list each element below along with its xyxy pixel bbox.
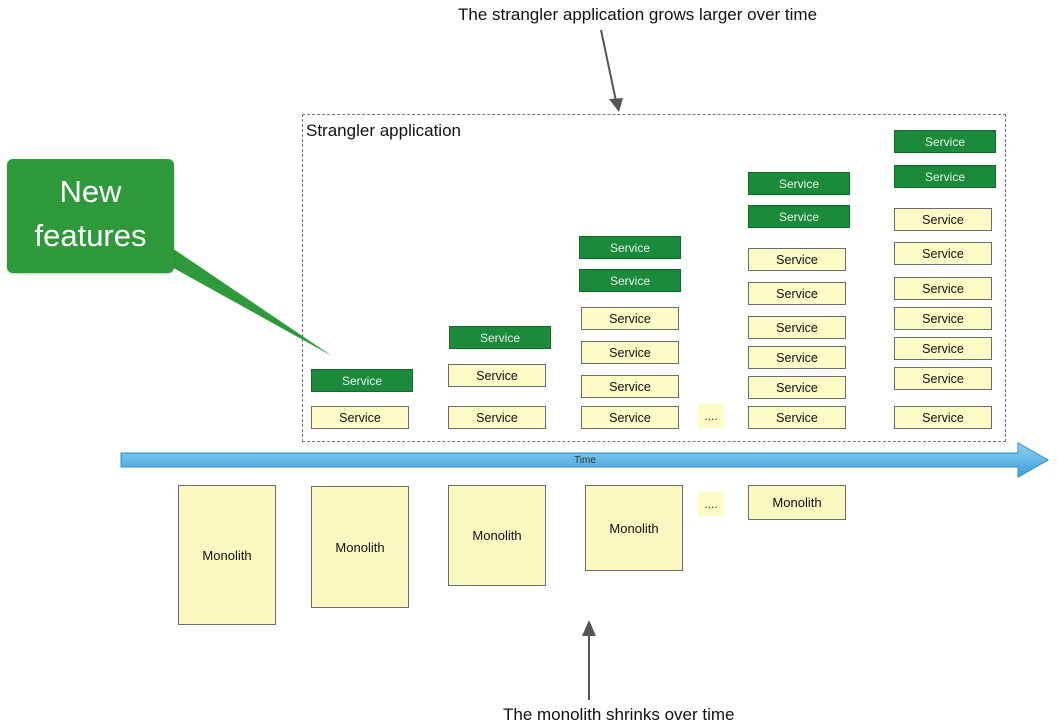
service-box: Service: [748, 376, 846, 399]
service-box: Service: [581, 406, 679, 429]
monolith-box: Monolith: [448, 485, 546, 586]
time-label: Time: [574, 455, 596, 466]
service-box: Service: [748, 316, 846, 339]
service-box: Service: [581, 341, 679, 364]
strangler-application-boundary: [302, 114, 1006, 442]
service-box: Service: [748, 282, 846, 305]
service-box: Service: [448, 406, 546, 429]
bottom-caption: The monolith shrinks over time: [503, 705, 735, 724]
monolith-box: Monolith: [178, 485, 276, 625]
new-service-box: Service: [894, 130, 996, 153]
shrink-arrow-head: [582, 620, 596, 636]
growth-arrow: [600, 29, 617, 102]
top-caption: The strangler application grows larger o…: [458, 5, 818, 24]
monolith-box: Monolith: [311, 486, 409, 608]
new-features-line2: features: [34, 218, 147, 253]
new-service-box: Service: [311, 369, 413, 392]
new-service-box: Service: [579, 236, 681, 259]
strangler-application-title: Strangler application: [306, 121, 461, 140]
service-box: Service: [894, 367, 992, 390]
new-service-box: Service: [579, 269, 681, 292]
service-box: Service: [748, 346, 846, 369]
new-service-box: Service: [894, 165, 996, 188]
monolith-box: Monolith: [748, 485, 846, 520]
ellipsis-monolith: ....: [698, 492, 724, 516]
ellipsis-services: ....: [698, 404, 724, 428]
service-box: Service: [894, 406, 992, 429]
service-box: Service: [894, 307, 992, 330]
service-box: Service: [448, 364, 546, 387]
new-service-box: Service: [449, 326, 551, 349]
new-features-callout: [7, 159, 174, 273]
service-box: Service: [894, 337, 992, 360]
service-box: Service: [894, 277, 992, 300]
new-features-label: New features: [7, 170, 174, 258]
service-box: Service: [894, 242, 992, 265]
new-features-line1: New: [59, 174, 122, 209]
monolith-box: Monolith: [585, 485, 683, 571]
new-service-box: Service: [748, 205, 850, 228]
service-box: Service: [311, 406, 409, 429]
service-box: Service: [581, 307, 679, 330]
service-box: Service: [581, 375, 679, 398]
new-features-pointer: [150, 250, 332, 356]
new-service-box: Service: [748, 172, 850, 195]
service-box: Service: [894, 208, 992, 231]
service-box: Service: [748, 406, 846, 429]
growth-arrow-head: [609, 98, 623, 112]
service-box: Service: [748, 248, 846, 271]
time-arrow: [120, 442, 1050, 478]
